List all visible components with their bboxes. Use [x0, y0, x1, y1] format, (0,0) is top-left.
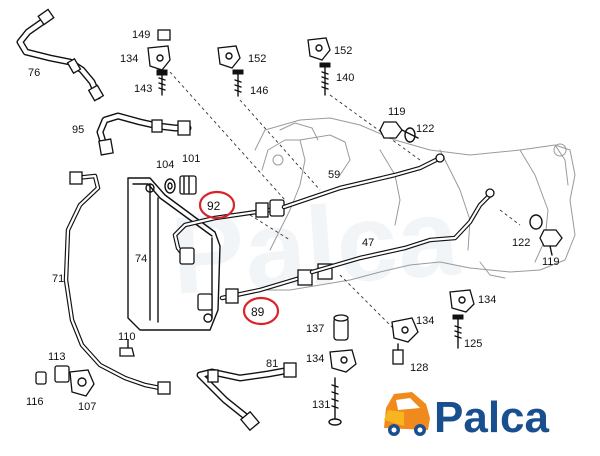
clamp-134-lower [329, 349, 357, 373]
label-143: 143 [134, 83, 152, 95]
label-107: 107 [78, 401, 96, 413]
label-116: 116 [26, 396, 44, 408]
label-110: 110 [118, 331, 136, 343]
label-95: 95 [72, 124, 84, 136]
clamp-134-centre [391, 317, 419, 343]
label-149: 149 [132, 29, 150, 41]
label-119-right: 119 [542, 256, 560, 268]
hose-81 [196, 362, 297, 432]
label-134-top: 134 [120, 53, 138, 65]
label-47: 47 [362, 237, 374, 249]
bolt-143 [156, 69, 168, 96]
label-71: 71 [52, 273, 64, 285]
label-119-top: 119 [388, 106, 406, 118]
highlight-92: 92 [198, 190, 236, 220]
leader-lines [169, 71, 521, 331]
label-76: 76 [28, 67, 40, 79]
clamp-152-right [307, 37, 331, 61]
car-icon [384, 392, 430, 436]
line-59 [281, 153, 445, 210]
bolt-119-122-top [379, 121, 419, 143]
label-152-right: 152 [334, 45, 352, 57]
part-104-101 [164, 175, 197, 195]
highlight-ring-92 [198, 190, 236, 220]
transmission-outline [254, 117, 576, 291]
highlight-89: 89 [242, 296, 280, 326]
label-134-right: 134 [478, 294, 496, 306]
line-71 [63, 171, 171, 395]
label-146: 146 [250, 85, 268, 97]
bolt-131 [328, 377, 342, 426]
highlight-ring-89 [242, 296, 280, 326]
label-113: 113 [48, 351, 66, 363]
label-81: 81 [266, 358, 278, 370]
label-92: 92 [207, 199, 221, 213]
bolt-146 [232, 69, 244, 97]
label-74: 74 [135, 253, 147, 265]
bolt-125 [452, 314, 464, 349]
label-104: 104 [156, 159, 174, 171]
clamp-134-right [449, 289, 475, 313]
label-131: 131 [312, 399, 330, 411]
part-128 [392, 343, 404, 365]
label-59: 59 [328, 169, 340, 181]
label-89: 89 [251, 305, 265, 319]
palca-logo: Palca [384, 392, 550, 442]
logo-text: Palca [434, 393, 550, 442]
label-128: 128 [410, 362, 428, 374]
hose-76 [16, 8, 105, 102]
bolt-110 [119, 339, 135, 357]
bolt-140 [319, 62, 331, 96]
bolt-119-122-right [529, 214, 563, 256]
label-134-lower: 134 [306, 353, 324, 365]
part-labels: 76 149 134 152 152 143 146 140 119 122 9… [26, 29, 560, 413]
clamp-149-134 [147, 29, 171, 71]
oil-cooler-74 [127, 177, 221, 331]
label-152-left: 152 [248, 53, 266, 65]
hose-95 [96, 112, 192, 156]
clamp-152-left [217, 45, 241, 69]
label-125: 125 [464, 338, 482, 350]
spacer-137 [333, 314, 349, 341]
label-137: 137 [306, 323, 324, 335]
label-134-centre: 134 [416, 315, 434, 327]
line-47 [309, 188, 495, 275]
label-122-right: 122 [512, 237, 530, 249]
clamp-113-116-107 [35, 365, 95, 397]
label-122-top: 122 [416, 123, 434, 135]
label-101: 101 [182, 153, 200, 165]
label-140: 140 [336, 72, 354, 84]
